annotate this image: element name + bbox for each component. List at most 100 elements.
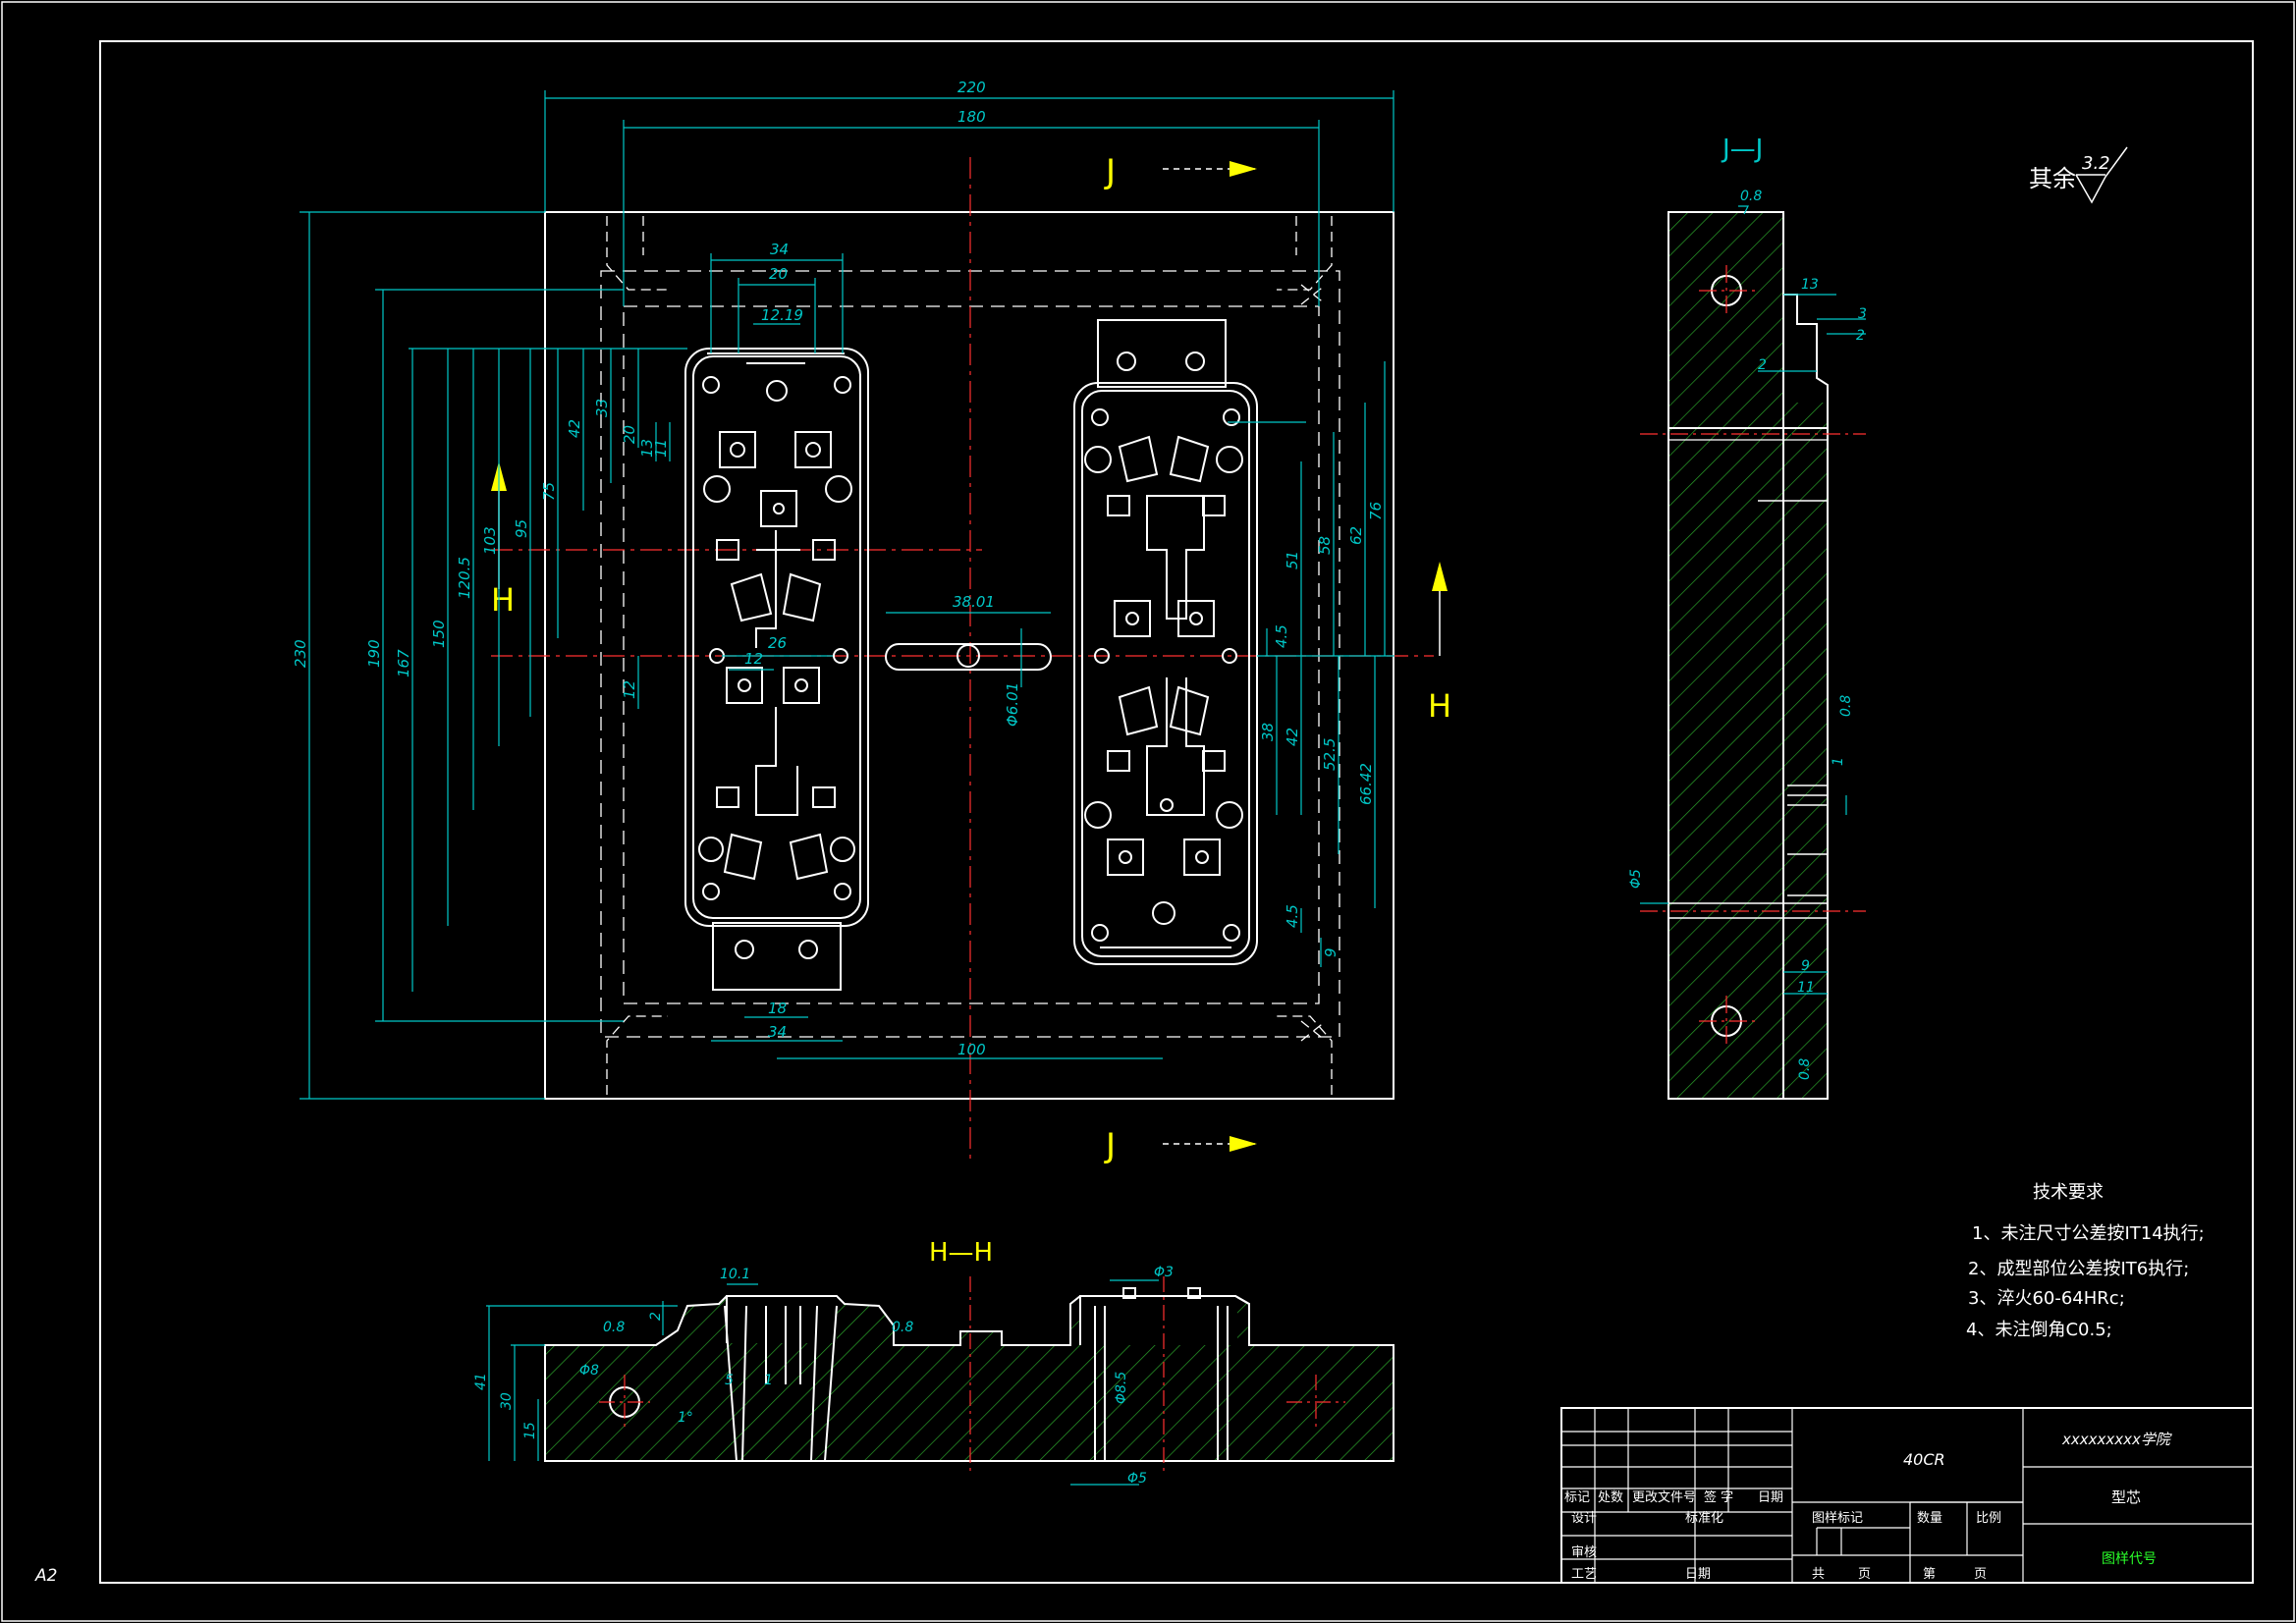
inner-frame <box>99 40 2254 1584</box>
svg-text:页: 页 <box>1974 1567 1987 1582</box>
svg-text:9: 9 <box>1322 947 1339 957</box>
svg-text:12: 12 <box>744 650 763 668</box>
svg-text:4、未注倒角C0.5;: 4、未注倒角C0.5; <box>1966 1320 2112 1340</box>
roughness-note: 其余 3.2 <box>2029 146 2128 204</box>
svg-text:120.5: 120.5 <box>456 557 473 599</box>
svg-text:0.8: 0.8 <box>892 1320 913 1335</box>
svg-text:3: 3 <box>1858 306 1867 322</box>
svg-text:其余: 其余 <box>2029 165 2076 192</box>
svg-text:230: 230 <box>292 639 309 668</box>
svg-text:H: H <box>491 581 515 619</box>
svg-text:1: 1 <box>764 1373 773 1388</box>
svg-text:33: 33 <box>593 399 611 417</box>
svg-text:150: 150 <box>430 620 448 648</box>
svg-text:26: 26 <box>768 634 787 652</box>
svg-text:H: H <box>1428 687 1451 725</box>
svg-text:0.8: 0.8 <box>1838 695 1854 717</box>
svg-text:标准化: 标准化 <box>1685 1511 1723 1526</box>
runner-bar <box>885 643 1052 671</box>
svg-text:共: 共 <box>1812 1567 1825 1582</box>
svg-text:技术要求: 技术要求 <box>2033 1182 2104 1203</box>
svg-text:2、成型部位公差按IT6执行;: 2、成型部位公差按IT6执行; <box>1968 1259 2189 1279</box>
svg-text:30: 30 <box>499 1392 515 1410</box>
svg-text:第: 第 <box>1923 1567 1936 1582</box>
dimension-texts: 220 180 34 20 12.19 230 190 167 150 120.… <box>292 79 1385 1058</box>
svg-text:4.5: 4.5 <box>1284 904 1301 928</box>
svg-text:页: 页 <box>1858 1567 1871 1582</box>
left-cavity <box>684 348 869 991</box>
svg-text:38: 38 <box>1259 723 1277 741</box>
svg-text:1、未注尺寸公差按IT14执行;: 1、未注尺寸公差按IT14执行; <box>1972 1223 2205 1244</box>
svg-text:20: 20 <box>769 265 788 283</box>
svg-text:41: 41 <box>473 1373 489 1390</box>
drawing-number: 图样代号 <box>2102 1551 2157 1567</box>
school-name: xxxxxxxxx学院 <box>2061 1431 2172 1448</box>
svg-text:设计: 设计 <box>1571 1511 1597 1526</box>
part-name: 型芯 <box>2111 1488 2141 1506</box>
svg-text:Φ6.01: Φ6.01 <box>1004 682 1021 727</box>
svg-text:12.19: 12.19 <box>761 306 803 324</box>
svg-text:20: 20 <box>621 425 638 444</box>
svg-text:42: 42 <box>566 419 583 438</box>
svg-text:58: 58 <box>1316 536 1334 555</box>
svg-text:日期: 日期 <box>1758 1490 1783 1505</box>
sheet-size-label: A2 <box>34 1566 57 1586</box>
section-hh-title: H—H <box>929 1238 993 1268</box>
svg-text:J: J <box>1104 152 1116 191</box>
svg-text:3.2: 3.2 <box>2082 153 2110 174</box>
svg-text:103: 103 <box>481 526 499 555</box>
svg-text:处数: 处数 <box>1598 1490 1623 1505</box>
svg-text:4.5: 4.5 <box>1273 624 1290 648</box>
svg-text:2: 2 <box>1758 357 1767 373</box>
svg-text:95: 95 <box>513 519 530 538</box>
svg-text:图样标记: 图样标记 <box>1812 1511 1863 1526</box>
svg-text:更改文件号: 更改文件号 <box>1632 1490 1696 1505</box>
svg-text:75: 75 <box>540 482 558 501</box>
material-label: 40CR <box>1903 1450 1945 1469</box>
svg-text:11: 11 <box>1797 980 1815 996</box>
svg-text:9: 9 <box>1801 958 1810 974</box>
svg-text:2: 2 <box>648 1312 664 1321</box>
title-block: 标记 处数 更改文件号 签 字 日期 设计 标准化 审核 工艺 日期 图样标记 … <box>1560 1407 2254 1584</box>
svg-text:J: J <box>1104 1126 1116 1165</box>
svg-text:220: 220 <box>957 79 986 96</box>
section-jj: J—J <box>1628 135 1867 1100</box>
svg-text:Φ8: Φ8 <box>579 1363 599 1379</box>
svg-text:34: 34 <box>770 241 789 258</box>
svg-text:2: 2 <box>1856 328 1865 344</box>
svg-text:Φ5: Φ5 <box>1127 1471 1147 1487</box>
technical-requirements: 技术要求 1、未注尺寸公差按IT14执行; 2、成型部位公差按IT6执行; 3、… <box>1966 1182 2205 1340</box>
svg-text:11: 11 <box>652 439 670 458</box>
svg-text:52.5: 52.5 <box>1321 738 1339 771</box>
svg-text:18: 18 <box>768 1000 787 1017</box>
svg-text:0.8: 0.8 <box>603 1320 625 1335</box>
svg-text:数量: 数量 <box>1917 1511 1942 1526</box>
svg-text:Φ8.5: Φ8.5 <box>1114 1372 1129 1404</box>
svg-text:5: 5 <box>725 1373 734 1388</box>
svg-text:1°: 1° <box>678 1410 693 1426</box>
svg-text:180: 180 <box>957 108 986 126</box>
svg-text:15: 15 <box>522 1422 538 1439</box>
dimension-lines <box>300 90 1394 1100</box>
svg-text:76: 76 <box>1367 502 1385 520</box>
svg-text:12: 12 <box>621 680 638 699</box>
svg-text:167: 167 <box>395 649 412 677</box>
svg-text:34: 34 <box>768 1023 787 1041</box>
cut-markers: J J H H <box>491 152 1451 1165</box>
svg-text:0.8: 0.8 <box>1740 189 1762 204</box>
svg-text:Φ5: Φ5 <box>1628 869 1644 889</box>
svg-text:Φ3: Φ3 <box>1154 1265 1174 1280</box>
svg-text:66.42: 66.42 <box>1357 763 1375 805</box>
right-cavity <box>1073 319 1258 965</box>
svg-text:1: 1 <box>1831 757 1846 766</box>
svg-text:工艺: 工艺 <box>1571 1567 1597 1582</box>
section-hh: H—H <box>473 1238 1394 1487</box>
svg-text:190: 190 <box>365 639 383 668</box>
svg-text:100: 100 <box>957 1041 986 1058</box>
svg-text:审核: 审核 <box>1571 1545 1597 1560</box>
svg-text:0.8: 0.8 <box>1797 1058 1813 1080</box>
svg-text:51: 51 <box>1284 551 1301 569</box>
plan-view: J J H H <box>292 79 1451 1165</box>
